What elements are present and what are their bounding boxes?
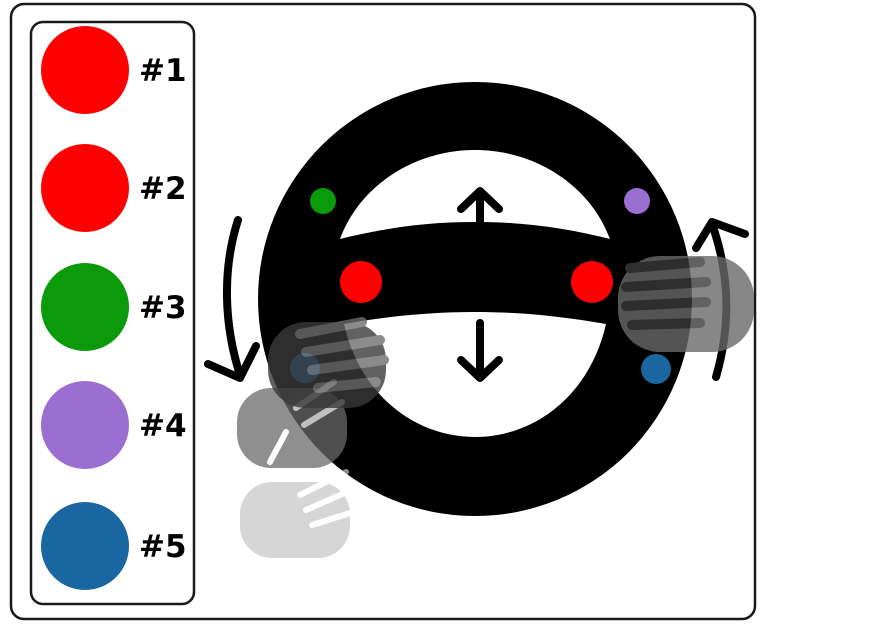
arrow-up-icon <box>457 187 503 250</box>
legend-item: #3 <box>41 263 187 351</box>
legend-item: #5 <box>41 502 187 590</box>
legend-item: #4 <box>41 381 187 469</box>
legend-label-4: #4 <box>139 408 187 444</box>
legend-swatch-2 <box>41 144 129 232</box>
wheel-marker-5b <box>641 354 671 384</box>
wheel-marker-1 <box>340 261 382 303</box>
legend-label-1: #1 <box>139 53 187 89</box>
wheel-marker-3 <box>310 188 336 214</box>
hand-icon <box>618 256 754 352</box>
hand-icon <box>268 317 389 408</box>
arrow-down-icon <box>457 319 503 382</box>
legend-label-3: #3 <box>139 290 187 326</box>
legend-label-5: #5 <box>139 529 187 565</box>
legend-swatch-3 <box>41 263 129 351</box>
legend-item: #1 <box>41 26 187 114</box>
wheel-marker-2 <box>571 261 613 303</box>
legend-swatch-4 <box>41 381 129 469</box>
hand-icon <box>240 469 363 558</box>
wheel-body <box>258 82 692 516</box>
legend-item: #2 <box>41 144 187 232</box>
rotate-counterclockwise-arrow-icon <box>204 216 260 382</box>
legend-label-2: #2 <box>139 171 187 207</box>
wheel-marker-4 <box>624 188 650 214</box>
legend-swatch-5 <box>41 502 129 590</box>
legend-panel: #1 #2 #3 #4 #5 <box>29 20 196 606</box>
legend-swatch-1 <box>41 26 129 114</box>
